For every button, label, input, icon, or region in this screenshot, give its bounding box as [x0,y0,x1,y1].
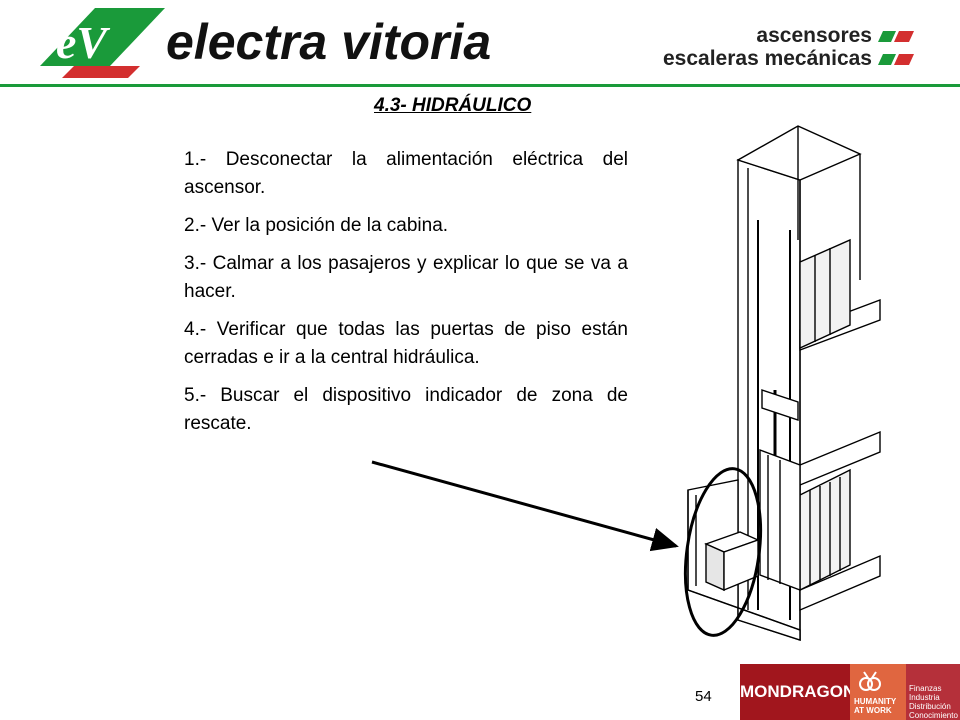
area-conocimiento: Conocimiento [909,711,958,720]
brand-name: electra vitoria [166,14,492,70]
header-divider [0,84,960,87]
area-distribucion: Distribución [909,702,951,711]
electra-vitoria-logo-icon: eV [40,8,165,78]
mondragon-logo: MONDRAGON [740,664,855,720]
humanity-line-2: AT WORK [854,706,892,715]
step-5: 5.- Buscar el dispositivo indicador de z… [184,385,628,434]
page-number: 54 [695,688,712,705]
humanity-line-1: HUMANITY [854,697,897,706]
mondragon-label: MONDRAGON [740,682,856,701]
step-1: 1.- Desconectar la alimentación eléctric… [184,149,628,198]
humanity-at-work-logo: HUMANITY AT WORK [850,664,906,720]
flag-icon [878,54,914,65]
steps-list: 1.- Desconectar la alimentación eléctric… [184,146,628,448]
logo-initials: eV [56,17,110,68]
area-finanzas: Finanzas [909,684,942,693]
humanity-symbol-icon [859,671,881,691]
flag-icon [878,31,914,42]
area-industria: Industria [909,693,940,702]
elevator-shaft-diagram-icon [683,125,881,641]
step-3: 3.- Calmar a los pasajeros y explicar lo… [184,253,628,302]
step-2: 2.- Ver la posición de la cabina. [184,215,449,236]
step-4: 4.- Verificar que todas las puertas de p… [184,319,628,368]
areas-logo: Finanzas Industria Distribución Conocimi… [906,664,960,720]
tagline-escaleras: escaleras mecánicas [662,47,872,70]
section-title: 4.3- HIDRÁULICO [374,95,532,116]
tagline-ascensores: ascensores [756,24,872,47]
